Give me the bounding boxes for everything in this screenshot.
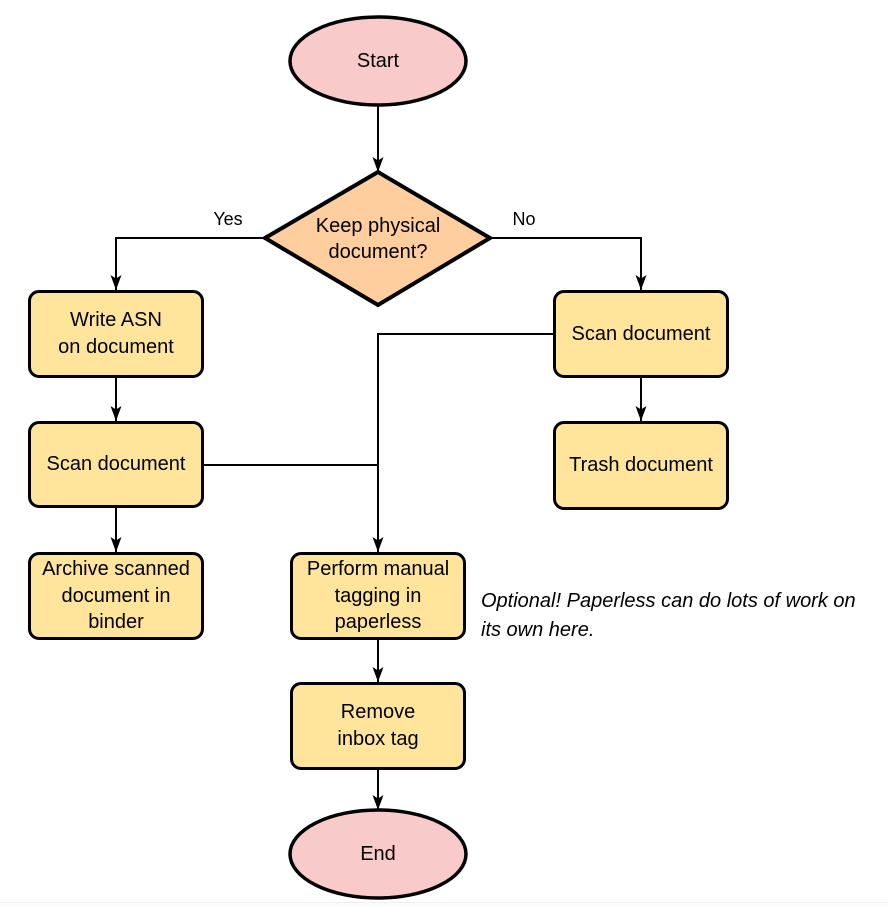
edge-scan-right-to-tagging <box>372 333 553 552</box>
process-remove-inbox-label: Remove inbox tag <box>337 701 419 750</box>
process-scan-document-right: Scan document <box>553 290 729 378</box>
process-manual-tagging: Perform manual tagging in paperless <box>290 552 466 640</box>
process-archive-binder: Archive scanned document in binder <box>28 552 204 640</box>
process-trash-document: Trash document <box>553 421 729 510</box>
process-remove-inbox-tag: Remove inbox tag <box>290 682 466 770</box>
end-terminal-shape <box>288 808 468 900</box>
process-tagging-label: Perform manual tagging in paperless <box>306 558 450 634</box>
edge-decision-yes-to-write-asn <box>110 237 265 290</box>
branch-label-yes: Yes <box>213 209 243 229</box>
optional-note: Optional! Paperless can do lots of work … <box>481 590 856 641</box>
decision-diamond-shape <box>261 169 494 308</box>
branch-label-no: No <box>512 209 536 229</box>
process-scan-document-left: Scan document <box>28 421 204 508</box>
process-scan-left-label: Scan document <box>46 453 186 476</box>
start-terminal-shape <box>288 15 468 107</box>
process-trash-label: Trash document <box>569 454 713 477</box>
process-write-asn-label: Write ASN on document <box>58 309 174 358</box>
process-write-asn: Write ASN on document <box>28 290 204 378</box>
page-bottom-divider <box>0 902 888 907</box>
process-archive-label: Archive scanned document in binder <box>42 558 190 634</box>
process-scan-right-label: Scan document <box>571 322 711 345</box>
edge-decision-no-to-scan-right <box>490 237 647 290</box>
